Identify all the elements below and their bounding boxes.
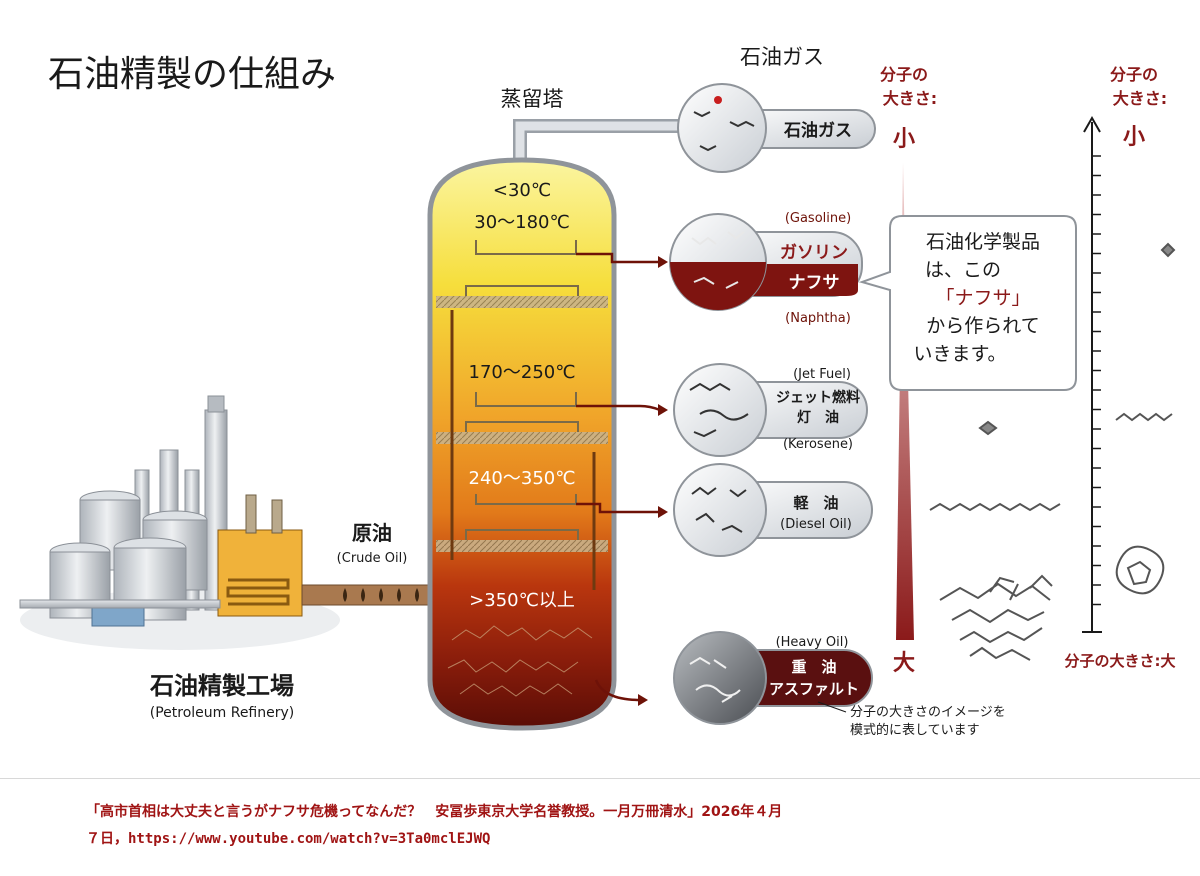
product-label: ナフサ [789, 273, 840, 293]
caption-line: 「高市首相は大丈夫と言うがナフサ危機ってなんだ？ 安冨歩東京大学名誉教授。一月万… [86, 804, 783, 820]
product-bulb-gas [677, 83, 876, 173]
product-label: アスファルト [769, 680, 859, 698]
size-small-label: 小 [893, 127, 915, 152]
callout-line: 石油化学製品 [926, 231, 1040, 253]
scale-header: 大きさ: [1113, 89, 1167, 108]
size-header: 大きさ: [883, 89, 937, 108]
note-pointer [817, 701, 847, 713]
temp-label: 30～180℃ [474, 212, 569, 233]
callout-line: は、この [925, 259, 1001, 281]
refinery-label: 石油精製工場 [149, 672, 294, 700]
scale-header: 分子の [1110, 65, 1158, 84]
product-en-label: (Diesel Oil) [780, 517, 852, 532]
product-en-label: (Heavy Oil) [776, 635, 849, 650]
caption-line: ７日，https://www.youtube.com/watch?v=3Ta0m… [86, 828, 490, 848]
temp-label: <30℃ [493, 180, 551, 201]
naphtha-callout [858, 215, 1077, 391]
caption-url: https://www.youtube.com/watch?v=3Ta0mclE… [128, 831, 491, 847]
tower-trays [436, 240, 608, 590]
callout-line: いきます。 [913, 343, 1006, 365]
product-bulb-heavy-oil [673, 631, 873, 725]
product-label: 重 油 [791, 658, 836, 676]
temp-label: 240～350℃ [469, 468, 576, 489]
product-en-label: (Gasoline) [785, 211, 851, 226]
caption-date: ７日， [86, 831, 128, 847]
product-en-label: (Jet Fuel) [793, 367, 851, 382]
product-pipes [576, 252, 661, 702]
callout-line: 「ナフサ」 [935, 287, 1030, 309]
product-en-label: (Naphtha) [785, 311, 851, 326]
product-bulb-kerosene [673, 363, 868, 457]
product-bulb-naphtha [669, 213, 863, 311]
temp-label: 170～250℃ [469, 362, 576, 383]
size-header: 分子の [880, 65, 928, 84]
refining-diagram: 石油精製の仕組み [19, 45, 1176, 738]
product-label: ジェット燃料 [776, 389, 860, 406]
callout-line: から作られて [926, 315, 1039, 337]
top-gas-label: 石油ガス [740, 45, 824, 69]
residue-molecules [447, 625, 593, 697]
product-arrows [638, 256, 668, 706]
molecule-illustrations [929, 242, 1176, 661]
crude-oil-droplets [343, 588, 419, 602]
refinery-label-en: (Petroleum Refinery) [150, 705, 295, 721]
page-title: 石油精製の仕組み [48, 54, 336, 95]
crude-label: 原油 [352, 521, 392, 545]
product-label: 灯 油 [797, 409, 839, 426]
size-large-label: 大 [893, 651, 915, 676]
product-label: 石油ガス [783, 120, 852, 141]
product-bulb-diesel [673, 463, 873, 557]
product-label: 軽 油 [793, 494, 838, 512]
product-label: ガソリン [780, 243, 848, 263]
product-en-label: (Kerosene) [783, 437, 853, 452]
scale-bottom-label: 分子の大きさ:大 [1065, 652, 1176, 670]
scale-small-label: 小 [1123, 125, 1145, 150]
note-line: 分子の大きさのイメージを [850, 705, 1006, 720]
temp-label: >350℃以上 [469, 590, 575, 611]
crude-label-en: (Crude Oil) [337, 551, 408, 566]
note-line: 模式的に表しています [850, 722, 980, 738]
source-caption: 「高市首相は大丈夫と言うがナフサ危機ってなんだ？ 安冨歩東京大学名誉教授。一月万… [0, 778, 1200, 847]
refinery-illustration [19, 395, 431, 650]
size-wedge [896, 162, 914, 640]
tower-label: 蒸留塔 [501, 87, 564, 111]
size-axis [1082, 115, 1102, 633]
